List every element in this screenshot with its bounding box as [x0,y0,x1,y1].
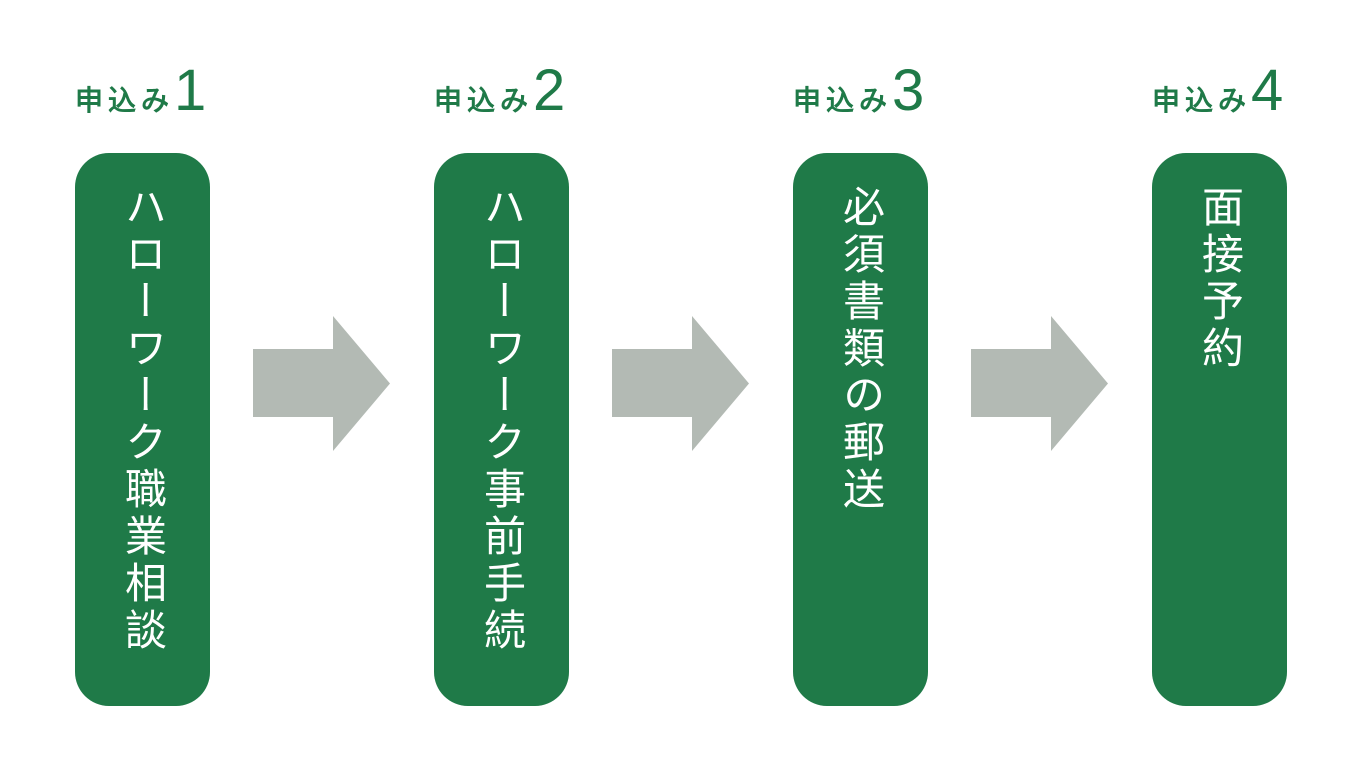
step-3-box: 必須書類の郵送 [793,153,928,706]
step-2-label-prefix: 申込み [434,85,534,116]
step-2-label-number: 2 [533,58,566,123]
step-4-box-text: 面接予約 [1196,185,1244,373]
step-1-box-text: ハローワーク職業相談 [119,185,167,655]
step-1-label-prefix: 申込み [75,85,175,116]
arrow-right-icon [253,316,390,451]
step-4-box: 面接予約 [1152,153,1287,706]
step-1-label-number: 1 [174,58,207,123]
step-1-box: ハローワーク職業相談 [75,153,210,706]
step-2-label: 申込み 2 [434,62,565,120]
arrow-right-icon [612,316,749,451]
arrow-right-shape [971,316,1108,451]
step-3-label: 申込み 3 [793,62,924,120]
arrow-right-shape [612,316,749,451]
arrow-right-shape [253,316,390,451]
step-3-box-text: 必須書類の郵送 [837,185,885,514]
step-3-label-prefix: 申込み [793,85,893,116]
step-2-box: ハローワーク事前手続 [434,153,569,706]
step-2-box-text: ハローワーク事前手続 [478,185,526,655]
step-3-label-number: 3 [892,58,925,123]
step-4-label-number: 4 [1251,58,1284,123]
step-4-label: 申込み 4 [1152,62,1283,120]
arrow-right-icon [971,316,1108,451]
step-4-label-prefix: 申込み [1152,85,1252,116]
step-1-label: 申込み 1 [75,62,206,120]
